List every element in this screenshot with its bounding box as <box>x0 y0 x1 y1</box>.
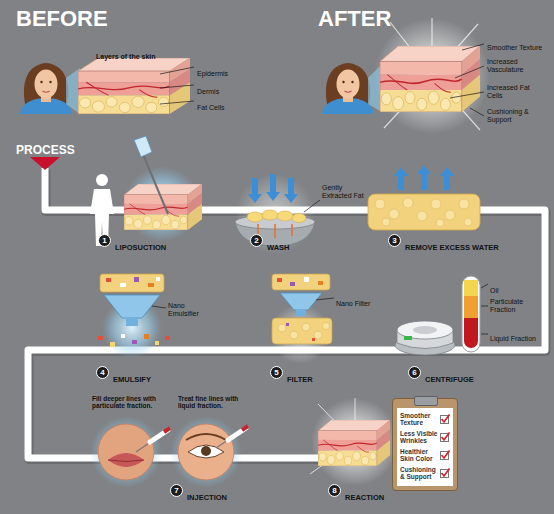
step-label: EMULSIFY <box>113 376 151 385</box>
label-box: Nano Filter <box>336 292 376 310</box>
part-label: Gently Extracted Fat <box>322 184 368 200</box>
callout-number: 5 <box>274 369 278 377</box>
layer-label: Epidermis <box>197 70 228 78</box>
label-box: CENTRIFUGE <box>425 368 505 386</box>
layer-label: Dermis <box>197 88 219 96</box>
callout-number: 7 <box>174 487 178 495</box>
heading: AFTER <box>318 6 391 31</box>
checklist-item: Cushioning & Support <box>400 466 440 481</box>
step-number-circle: 8 <box>328 484 341 497</box>
step-label: FILTER <box>287 376 313 385</box>
label-box: Particulate Fraction <box>490 298 536 316</box>
label-box: Nano Emulsifier <box>168 302 214 320</box>
label-box: Fat Cells <box>197 96 247 114</box>
step-label: WASH <box>267 244 290 253</box>
callout-number: 1 <box>102 237 106 245</box>
step-label: REACTION <box>345 494 384 503</box>
checkbox-icon <box>440 432 450 442</box>
callout-number: 4 <box>100 369 104 377</box>
step-label: LIPOSUCTION <box>115 244 166 253</box>
label-box: Fill deeper lines with particulate fract… <box>92 394 166 412</box>
checkbox-icon <box>440 450 450 460</box>
part-label: Liquid Fraction <box>490 335 536 343</box>
label-box: Cushioning & Support <box>487 108 545 126</box>
label-box: Treat fine lines with liquid fraction. <box>178 394 248 412</box>
step-number-circle: 3 <box>388 234 401 247</box>
step-number-circle: 7 <box>170 484 183 497</box>
layer-label: Fat Cells <box>197 104 225 112</box>
label-box: Layers of the skin <box>96 45 188 63</box>
result-label: Increased Vasculature <box>487 58 545 74</box>
callout-number: 3 <box>392 237 396 245</box>
clipboard-paper: Smoother TextureLess Visible WrinklesHea… <box>397 408 453 486</box>
label-box: Dermis <box>197 80 247 98</box>
callout-number: 2 <box>254 237 258 245</box>
checklist-item: Less Visible Wrinkles <box>400 430 440 445</box>
checklist-item: Healthier Skin Color <box>400 448 440 463</box>
part-label: Particulate Fraction <box>490 298 536 314</box>
note: Treat fine lines with liquid fraction. <box>178 395 248 410</box>
result-label: Cushioning & Support <box>487 108 545 124</box>
result-label: Increased Fat Cells <box>487 84 545 100</box>
label-box: PROCESS <box>16 140 96 158</box>
label-box: FILTER <box>287 368 347 386</box>
label-box: Increased Vasculature <box>487 58 545 76</box>
label-box: AFTER <box>318 6 428 31</box>
step-label: CENTRIFUGE <box>425 376 474 385</box>
step-number-circle: 2 <box>250 234 263 247</box>
label-box: Increased Fat Cells <box>487 84 545 102</box>
checklist-item: Smoother Texture <box>400 412 440 427</box>
label-box: EMULSIFY <box>113 368 183 386</box>
checklist-row: Cushioning & Support <box>400 466 450 481</box>
result-label: Smoother Texture <box>487 44 542 52</box>
label-box: WASH <box>267 236 327 254</box>
checklist-row: Healthier Skin Color <box>400 448 450 463</box>
label-box: Gently Extracted Fat <box>322 184 368 202</box>
heading: BEFORE <box>16 6 108 31</box>
checklist-row: Less Visible Wrinkles <box>400 430 450 445</box>
part-label: Nano Emulsifier <box>168 302 214 318</box>
step-number-circle: 4 <box>96 366 109 379</box>
checkbox-icon <box>440 414 450 424</box>
label-box: Oil <box>490 279 536 297</box>
label-box: INJECTION <box>187 486 257 504</box>
part-label: Nano Filter <box>336 300 370 308</box>
step-number-circle: 1 <box>98 234 111 247</box>
label-box: Liquid Fraction <box>490 327 536 345</box>
callout-number: 6 <box>412 369 416 377</box>
clipboard-clip <box>414 396 438 406</box>
step-number-circle: 5 <box>270 366 283 379</box>
note: Fill deeper lines with particulate fract… <box>92 395 166 410</box>
checklist-row: Smoother Texture <box>400 412 450 427</box>
section-heading: PROCESS <box>16 144 75 158</box>
figure-title: Layers of the skin <box>96 53 156 61</box>
checkbox-icon <box>440 468 450 478</box>
callout-number: 8 <box>332 487 336 495</box>
step-label: INJECTION <box>187 494 227 503</box>
part-label: Oil <box>490 287 499 295</box>
label-box: REMOVE EXCESS WATER <box>405 236 525 254</box>
label-box: LIPOSUCTION <box>115 236 195 254</box>
step-label: REMOVE EXCESS WATER <box>405 244 499 253</box>
clipboard: Smoother TextureLess Visible WrinklesHea… <box>392 398 458 491</box>
label-box: Smoother Texture <box>487 36 545 54</box>
step-number-circle: 6 <box>408 366 421 379</box>
label-box: Epidermis <box>197 62 247 80</box>
label-box: BEFORE <box>16 6 146 31</box>
